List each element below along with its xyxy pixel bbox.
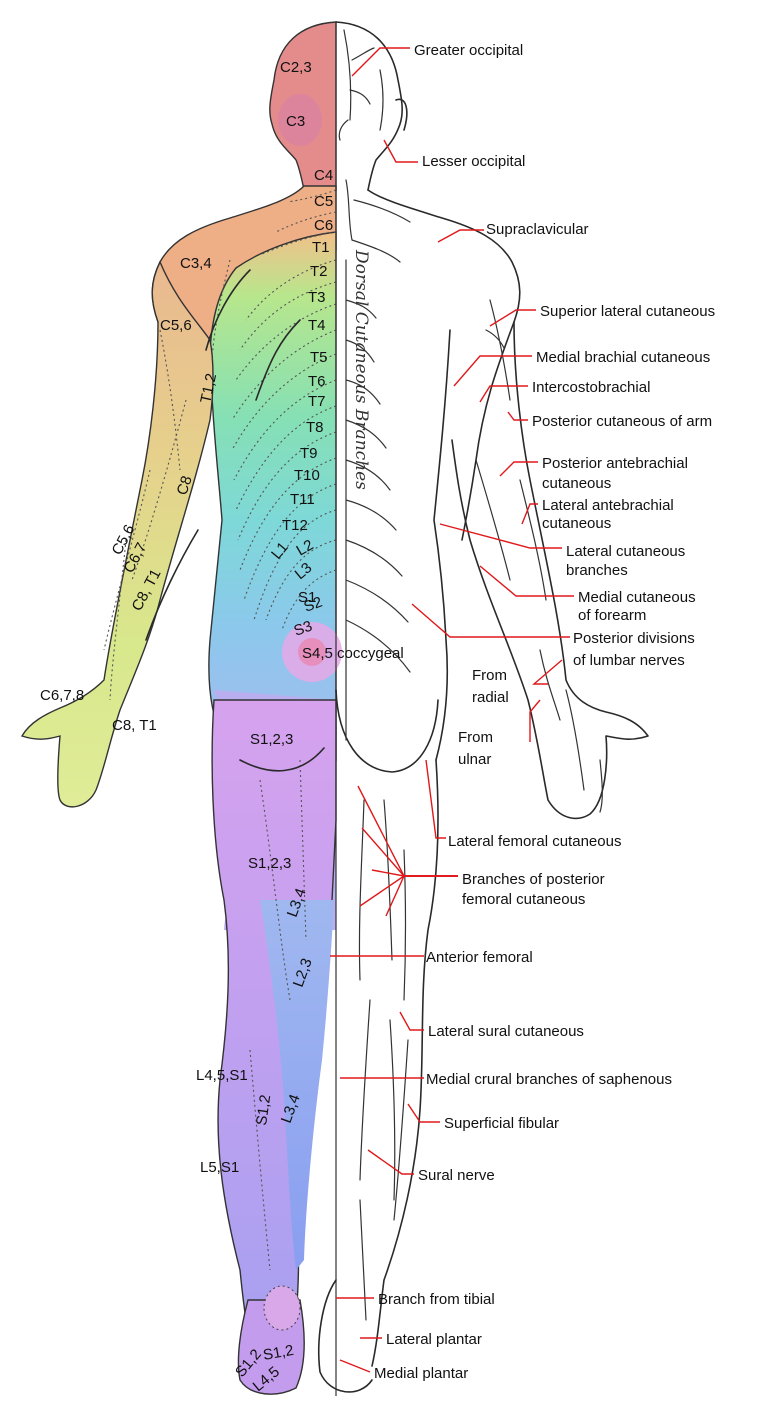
dermatome-label: S1,2,3 (248, 855, 291, 872)
dermatome-label: T7 (308, 393, 326, 410)
nerve-label: cutaneous (542, 515, 611, 532)
dermatome-label: S1,2 (253, 1094, 274, 1127)
dermatome-label: S3 (292, 618, 315, 640)
dermatome-label: L2 (294, 536, 317, 559)
leader-line (371, 869, 458, 877)
nerve-label: Anterior femoral (426, 949, 533, 966)
dermatome-label: C6 (314, 217, 333, 234)
left-half-dermatomes (20, 21, 342, 1395)
dermatome-label: C8 (174, 474, 196, 498)
nerve-label: Greater occipital (414, 42, 523, 59)
dermatome-label: T12 (282, 517, 308, 534)
dermatome-label: S2 (302, 594, 325, 616)
dermatome-label: C8, T1 (112, 717, 157, 734)
leader-line (359, 875, 458, 907)
nerve-label: From (472, 667, 507, 684)
dermatome-label: C6,7,8 (40, 687, 84, 704)
dermatome-label: T6 (308, 373, 326, 390)
leader-line (489, 309, 536, 327)
leader-line (532, 659, 563, 685)
nerve-label: Lateral cutaneous (566, 543, 685, 560)
nerve-label: Superficial fibular (444, 1115, 559, 1132)
dermatome-label: T1,2 (197, 372, 220, 405)
leader-line (453, 355, 532, 387)
dermatome-label: T11 (290, 491, 315, 508)
nerve-label: Lesser occipital (422, 153, 525, 170)
dorsal-cutaneous-caption: Dorsal Cutaneous Branches (351, 249, 371, 490)
dermatome-label: C2,3 (280, 59, 312, 76)
dermatome-label: S1,2 (262, 1342, 295, 1364)
nerve-label: Lateral antebrachial (542, 497, 674, 514)
leader-line (499, 461, 538, 477)
leader-line (411, 603, 570, 638)
nerve-label: of lumbar nerves (573, 652, 685, 669)
dermatome-label: C3,4 (180, 255, 212, 272)
dermatome-label: T10 (294, 467, 320, 484)
leader-lines (330, 47, 574, 1373)
dermatome-label: C3 (286, 113, 305, 130)
dermatome-label: C5,6 (160, 317, 192, 334)
leader-line (437, 229, 484, 243)
nerve-label: Medial cutaneous (578, 589, 696, 606)
dermatome-label: C5 (314, 193, 333, 210)
leader-line (507, 411, 528, 421)
nerve-label: Medial brachial cutaneous (536, 349, 710, 366)
nerve-label: Posterior divisions (573, 630, 695, 647)
nerve-label: Lateral femoral cutaneous (448, 833, 621, 850)
leader-line (399, 1011, 424, 1031)
nerve-label: Lateral sural cutaneous (428, 1023, 584, 1040)
right-half-nerves: Dorsal Cutaneous Branches (317, 21, 649, 1396)
leader-line (425, 759, 446, 839)
nerve-label: Posterior cutaneous of arm (532, 413, 712, 430)
nerve-label: From (458, 729, 493, 746)
dermatome-label: L4,5,S1 (196, 1067, 248, 1084)
leader-line (521, 503, 538, 525)
dermatome-label: S4,5 coccygeal (302, 645, 404, 662)
leader-line (357, 785, 458, 877)
nerve-label: Sural nerve (418, 1167, 495, 1184)
leader-line (383, 139, 418, 163)
leader-line (351, 47, 410, 77)
leader-line (479, 385, 528, 403)
nerve-label: branches (566, 562, 628, 579)
nerve-label: radial (472, 689, 509, 706)
nerve-label: Medial plantar (374, 1365, 468, 1382)
nerve-label: Branches of posterior (462, 871, 605, 888)
nerve-label: Lateral plantar (386, 1331, 482, 1348)
nerve-label: Supraclavicular (486, 221, 589, 238)
nerve-label: of forearm (578, 607, 646, 624)
leader-line (439, 523, 562, 549)
dermatome-label: T9 (300, 445, 318, 462)
dermatome-label: L5,S1 (200, 1159, 239, 1176)
nerve-label: femoral cutaneous (462, 891, 585, 908)
dermatome-label: S1,2,3 (250, 731, 293, 748)
nerve-label: cutaneous (542, 475, 611, 492)
dermatome-label: T5 (310, 349, 328, 366)
leader-line (529, 699, 541, 742)
nerve-label: Branch from tibial (378, 1291, 495, 1308)
nerve-label: ulnar (458, 751, 491, 768)
dermatome-label: S1 (298, 589, 316, 606)
dermatome-label: T1 (312, 239, 330, 256)
dermatome-label: T2 (310, 263, 328, 280)
nerve-label: Intercostobrachial (532, 379, 650, 396)
nerve-label: Superior lateral cutaneous (540, 303, 715, 320)
nerve-label: Medial crural branches of saphenous (426, 1071, 672, 1088)
leader-line (361, 827, 458, 877)
leader-line (407, 1103, 440, 1123)
nerve-label: Posterior antebrachial (542, 455, 688, 472)
dermatome-label: T3 (308, 289, 326, 306)
dermatome-label: T4 (308, 317, 326, 334)
dermatome-label: C4 (314, 167, 333, 184)
leader-line (385, 875, 458, 917)
leader-line (479, 565, 574, 597)
leader-line (339, 1359, 371, 1373)
leader-line (367, 1149, 414, 1175)
dermatome-label: T8 (306, 419, 324, 436)
